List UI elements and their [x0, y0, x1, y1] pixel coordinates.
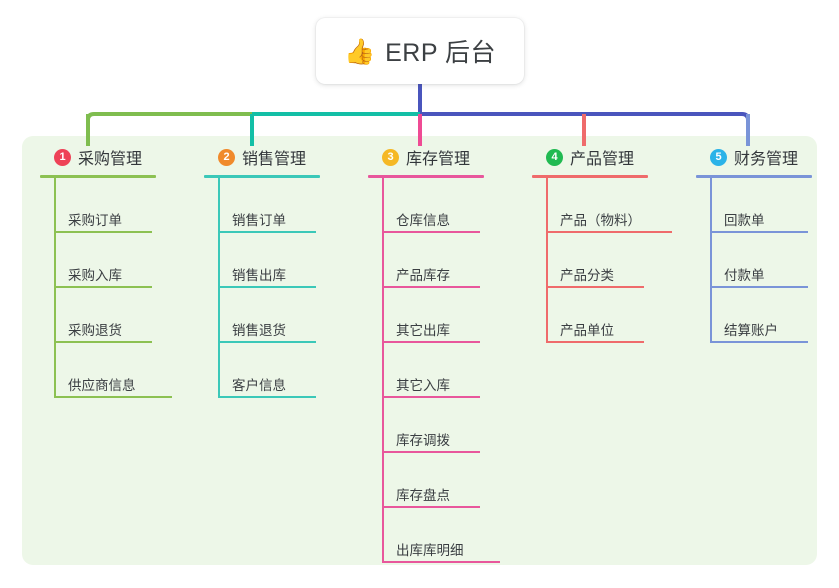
leaf-node[interactable]: 采购订单 [56, 178, 206, 233]
root-node-content: 👍 ERP 后台 [344, 33, 496, 69]
leaf-label: 销售退货 [232, 323, 286, 338]
leaf-label: 库存调拨 [396, 433, 450, 448]
branch-number-badge: 3 [382, 148, 399, 166]
leaf-label: 产品库存 [396, 268, 450, 283]
leaf-rule [56, 341, 152, 343]
branch-header-5[interactable]: 5 财务管理 [696, 146, 839, 168]
leaf-node[interactable]: 产品单位 [548, 288, 698, 343]
leaf-node[interactable]: 付款单 [712, 233, 839, 288]
branch-items: 销售订单销售出库销售退货客户信息 [218, 178, 370, 398]
leaf-rule [384, 561, 500, 563]
leaf-rule [220, 286, 316, 288]
leaf-node[interactable]: 其它入库 [384, 343, 534, 398]
branch-column-5: 5 财务管理回款单付款单结算账户 [696, 146, 839, 343]
leaf-node[interactable]: 销售出库 [220, 233, 370, 288]
branch-title: 财务管理 [734, 151, 799, 168]
leaf-label: 回款单 [724, 213, 765, 228]
leaf-rule [712, 341, 808, 343]
branch-header-rule [368, 175, 484, 178]
leaf-node[interactable]: 出库库明细 [384, 508, 534, 563]
branch-number-badge: 5 [710, 148, 727, 166]
leaf-rule [56, 231, 152, 233]
root-title: ERP 后台 [385, 39, 497, 67]
leaf-label: 其它出库 [396, 323, 450, 338]
leaf-node[interactable]: 产品分类 [548, 233, 698, 288]
branch-number-badge: 2 [218, 148, 235, 166]
leaf-label: 销售出库 [232, 268, 286, 283]
leaf-rule [220, 396, 316, 398]
leaf-label: 供应商信息 [68, 378, 136, 393]
leaf-rule [548, 341, 644, 343]
branch-column-1: 1 采购管理采购订单采购入库采购退货供应商信息 [40, 146, 205, 398]
branch-items: 回款单付款单结算账户 [710, 178, 839, 343]
leaf-label: 结算账户 [724, 323, 778, 338]
leaf-rule [384, 451, 480, 453]
leaf-label: 出库库明细 [396, 543, 464, 558]
leaf-label: 销售订单 [232, 213, 286, 228]
branch-number-badge: 1 [54, 148, 71, 166]
leaf-rule [712, 231, 808, 233]
branch-number-badge: 4 [546, 148, 563, 166]
leaf-label: 采购入库 [68, 268, 122, 283]
leaf-label: 付款单 [724, 268, 765, 283]
branch-items: 仓库信息产品库存其它出库其它入库库存调拨库存盘点出库库明细 [382, 178, 534, 563]
leaf-label: 仓库信息 [396, 213, 450, 228]
leaf-label: 采购订单 [68, 213, 122, 228]
leaf-rule [56, 286, 152, 288]
leaf-rule [56, 396, 172, 398]
branch-title: 库存管理 [406, 151, 471, 168]
leaf-label: 产品分类 [560, 268, 614, 283]
branch-header-1[interactable]: 1 采购管理 [40, 146, 205, 168]
leaf-label: 客户信息 [232, 378, 286, 393]
leaf-node[interactable]: 采购入库 [56, 233, 206, 288]
leaf-rule [384, 341, 480, 343]
branch-title: 产品管理 [570, 151, 635, 168]
branch-header-2[interactable]: 2 销售管理 [204, 146, 369, 168]
leaf-rule [548, 231, 672, 233]
leaf-label: 其它入库 [396, 378, 450, 393]
leaf-label: 产品（物料） [560, 213, 641, 228]
thumbs-up-icon: 👍 [343, 36, 376, 66]
leaf-node[interactable]: 库存调拨 [384, 398, 534, 453]
leaf-label: 产品单位 [560, 323, 614, 338]
leaf-rule [712, 286, 808, 288]
leaf-rule [384, 231, 480, 233]
leaf-label: 库存盘点 [396, 488, 450, 503]
branches-panel [22, 136, 817, 565]
leaf-rule [548, 286, 644, 288]
leaf-rule [220, 341, 316, 343]
branch-column-4: 4 产品管理产品（物料） 产品分类产品单位 [532, 146, 697, 343]
leaf-node[interactable]: 库存盘点 [384, 453, 534, 508]
leaf-rule [220, 231, 316, 233]
branch-header-rule [40, 175, 156, 178]
leaf-node[interactable]: 仓库信息 [384, 178, 534, 233]
branch-title: 采购管理 [78, 151, 143, 168]
leaf-node[interactable]: 产品库存 [384, 233, 534, 288]
leaf-node[interactable]: 其它出库 [384, 288, 534, 343]
leaf-rule [384, 506, 480, 508]
leaf-node[interactable]: 销售订单 [220, 178, 370, 233]
branch-column-3: 3 库存管理仓库信息产品库存其它出库其它入库库存调拨库存盘点出库库明细 [368, 146, 533, 563]
leaf-label: 采购退货 [68, 323, 122, 338]
leaf-node[interactable]: 回款单 [712, 178, 839, 233]
leaf-node[interactable]: 供应商信息 [56, 343, 206, 398]
leaf-rule [384, 286, 480, 288]
branch-column-2: 2 销售管理销售订单销售出库销售退货客户信息 [204, 146, 369, 398]
leaf-node[interactable]: 采购退货 [56, 288, 206, 343]
branch-items: 产品（物料） 产品分类产品单位 [546, 178, 698, 343]
leaf-node[interactable]: 结算账户 [712, 288, 839, 343]
branch-header-3[interactable]: 3 库存管理 [368, 146, 533, 168]
leaf-node[interactable]: 产品（物料） [548, 178, 698, 233]
branch-header-rule [532, 175, 648, 178]
branch-title: 销售管理 [242, 151, 307, 168]
branch-header-4[interactable]: 4 产品管理 [532, 146, 697, 168]
root-node[interactable]: 👍 ERP 后台 [316, 18, 524, 84]
leaf-rule [384, 396, 480, 398]
branch-header-rule [696, 175, 812, 178]
branch-items: 采购订单采购入库采购退货供应商信息 [54, 178, 206, 398]
leaf-node[interactable]: 销售退货 [220, 288, 370, 343]
branch-header-rule [204, 175, 320, 178]
leaf-node[interactable]: 客户信息 [220, 343, 370, 398]
